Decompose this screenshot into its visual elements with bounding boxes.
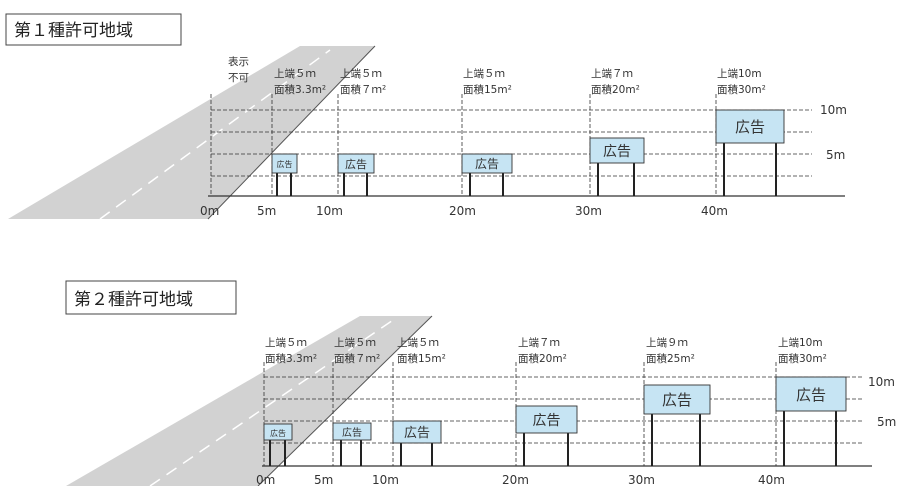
zone2-spec-10m-line2: 面積15m² xyxy=(397,352,446,365)
zone1-road-edge-right xyxy=(207,45,376,220)
zone2-spec-0m-line2: 面積3.3m² xyxy=(265,352,317,365)
zone1-billboard-10m-text: 広告 xyxy=(345,158,367,171)
zone2-title: 第２種許可地域 xyxy=(74,290,193,310)
zone2-road-edge-right xyxy=(257,315,433,486)
zone1-billboard-40m-panel xyxy=(715,109,785,144)
zone1-spec-10m-line2: 面積７ｍ² xyxy=(340,83,386,96)
zone2-dist-label-20m: 20m xyxy=(502,473,529,486)
zone1-billboard-40m: 広告 xyxy=(715,109,785,196)
zone2-spec-40m-line2: 面積30m² xyxy=(778,352,827,365)
zone2-dist-label-5m: 5m xyxy=(314,473,333,486)
zone1-title: 第１種許可地域 xyxy=(14,21,133,41)
zone2-billboard-5m-text: 広告 xyxy=(342,426,362,439)
zone2-spec-30m-line1: 上端９ｍ xyxy=(646,336,688,349)
zone1-billboard-30m-panel xyxy=(589,137,645,164)
zone2-billboard-30m-panel xyxy=(643,384,711,415)
zone1-billboard-40m-text: 広告 xyxy=(735,118,765,136)
zone1-not-allowed-line1: 表示 xyxy=(228,55,249,68)
zone1-dist-label-5m: 5m xyxy=(257,204,276,218)
zone2-title-box xyxy=(65,280,237,315)
zone1-dist-label-10m: 10m xyxy=(316,204,343,218)
zone1-spec-40m-line2: 面積30m² xyxy=(717,83,766,96)
zone1-dist-label-30m: 30m xyxy=(575,204,602,218)
zone1-billboard-20m: 広告 xyxy=(461,153,513,196)
zone2-road xyxy=(66,316,432,486)
zone1-spec-20m-line2: 面積15m² xyxy=(463,83,512,96)
zone2-spec-30m-line2: 面積25m² xyxy=(646,352,695,365)
zone1-billboard-5m-panel xyxy=(271,153,298,174)
zone2-billboard-10m-text: 広告 xyxy=(404,426,430,441)
zone1-spec-5m-line1: 上端５ｍ xyxy=(274,67,316,80)
zone2-spec-5m-line1: 上端５ｍ xyxy=(334,336,376,349)
zone1-billboard-5m: 広告 xyxy=(271,153,298,196)
zone1-billboard-30m-text: 広告 xyxy=(603,144,631,160)
zone1-billboard-10m-panel xyxy=(337,153,375,174)
zone1-height-label-10m: 10m xyxy=(820,103,847,117)
zone1-spec-30m-line1: 上端７ｍ xyxy=(591,67,633,80)
zone1-billboard-20m-panel xyxy=(461,153,513,174)
zone2-billboard-5m: 広告 xyxy=(332,422,372,466)
zone1-billboard-5m-text: 広告 xyxy=(277,159,293,169)
zone2-spec-5m-line2: 面積７ｍ² xyxy=(334,352,380,365)
zone1-spec-20m-line1: 上端５ｍ xyxy=(463,67,505,80)
zone1-billboard-30m: 広告 xyxy=(589,137,645,196)
zone1-panel: 第１種許可地域 表示 不可 上端５ｍ 面積3.3m² 上端５ｍ 面積７ｍ² 上端… xyxy=(5,13,847,220)
zone2-billboard-0m-panel xyxy=(263,423,293,441)
zone2-billboard-0m: 広告 xyxy=(263,423,293,466)
zone1-billboard-20m-text: 広告 xyxy=(475,157,499,171)
zone2-billboard-30m: 広告 xyxy=(643,384,711,466)
zone2-billboard-40m-text: 広告 xyxy=(796,386,826,404)
zone2-spec-0m-line1: 上端５ｍ xyxy=(265,336,307,349)
zone1-road-centerline xyxy=(99,49,331,220)
zone2-panel: 第２種許可地域 上端５ｍ 面積3.3m² 上端５ｍ 面積７ｍ² 上端５ｍ 面積1… xyxy=(65,280,896,486)
zone2-billboard-20m: 広告 xyxy=(515,405,578,466)
zone1-spec-40m-line1: 上端10m xyxy=(717,67,762,80)
zone2-spec-20m-line1: 上端７ｍ xyxy=(518,336,560,349)
zone2-spec-20m-line2: 面積20m² xyxy=(518,352,567,365)
zone2-dist-label-0m: 0m xyxy=(256,473,275,486)
zone1-dist-label-0m: 0m xyxy=(200,204,219,218)
zone2-billboard-20m-text: 広告 xyxy=(533,413,561,429)
zone2-dist-label-40m: 40m xyxy=(758,473,785,486)
zone1-not-allowed-line2: 不可 xyxy=(228,72,249,84)
zone2-road-centerline xyxy=(149,317,397,486)
zone2-billboard-10m-panel xyxy=(392,420,442,444)
zone2-dist-label-30m: 30m xyxy=(628,473,655,486)
zone1-spec-5m-line2: 面積3.3m² xyxy=(274,83,326,96)
zone2-spec-10m-line1: 上端５ｍ xyxy=(397,336,439,349)
zone2-height-label-10m: 10m xyxy=(868,375,895,389)
zone2-billboard-5m-panel xyxy=(332,422,372,441)
zone2-billboard-40m: 広告 xyxy=(775,376,847,466)
zone2-spec-40m-line1: 上端10m xyxy=(778,336,823,349)
zone2-billboard-10m: 広告 xyxy=(392,420,442,466)
zone1-road xyxy=(8,46,375,219)
zone1-dist-label-40m: 40m xyxy=(701,204,728,218)
zone1-height-label-5m: 5m xyxy=(826,148,845,162)
zone1-dist-label-20m: 20m xyxy=(449,204,476,218)
zone1-title-box xyxy=(5,13,182,46)
zone1-spec-10m-line1: 上端５ｍ xyxy=(340,67,382,80)
zone2-dist-label-10m: 10m xyxy=(372,473,399,486)
zone1-spec-30m-line2: 面積20m² xyxy=(591,83,640,96)
zone2-billboard-20m-panel xyxy=(515,405,578,434)
zone1-billboard-10m: 広告 xyxy=(337,153,375,196)
zone2-height-label-5m: 5m xyxy=(877,415,896,429)
zone2-billboard-30m-text: 広告 xyxy=(662,391,692,409)
zone2-billboard-0m-text: 広告 xyxy=(270,428,286,438)
zone2-billboard-40m-panel xyxy=(775,376,847,412)
